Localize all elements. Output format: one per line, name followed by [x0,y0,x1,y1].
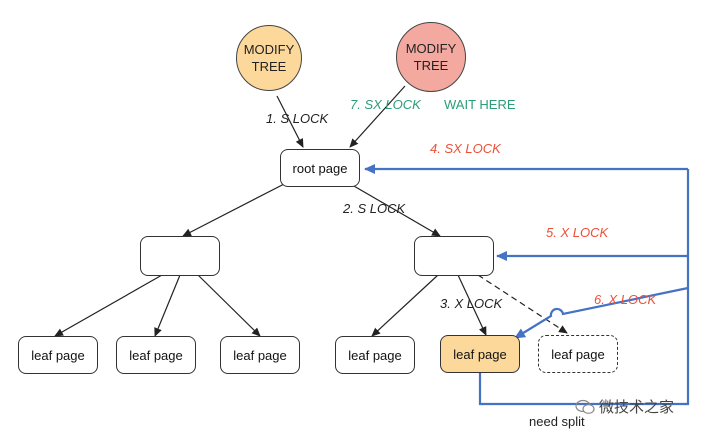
edge-left-leaf2 [154,274,181,337]
lock-label-6: 6. X LOCK [594,292,657,307]
leaf-page-node: leaf page [220,336,300,374]
leaf-page-node-highlighted: leaf page [440,335,520,373]
watermark-text: 微技术之家 [599,399,675,416]
internal-node-right [414,236,494,276]
wechat-icon [575,399,595,414]
edge-request1-root [276,95,304,148]
lock-label-7: 7. SX LOCK [350,97,421,112]
leaf-page-node: leaf page [18,336,98,374]
edge-right-leaf4 [371,274,439,337]
leaf-page-node: leaf page [335,336,415,374]
lock-label-1: 1. S LOCK [266,111,329,126]
root-page-node: root page [280,149,360,187]
leaf-page-node-new: leaf page [538,335,618,373]
blue-arrow-leaf5 [514,286,689,339]
edge-right-leaf6 [477,274,568,334]
lock-label-5: 5. X LOCK [546,225,609,240]
lock-label-3: 3. X LOCK [440,296,503,311]
edge-root-internal-right [346,181,441,237]
internal-node-left [140,236,220,276]
leaf-page-node: leaf page [116,336,196,374]
need-split-label: need split [529,414,585,429]
edge-request2-root [349,85,406,148]
edge-root-internal-left [182,181,289,237]
blue-split-path [478,373,690,406]
lock-label-4: 4. SX LOCK [430,141,501,156]
edge-left-leaf1 [54,274,163,337]
edge-left-leaf3 [197,274,261,337]
edge-right-leaf5 [457,274,487,336]
watermark: 微技术之家 [575,396,674,417]
modify-tree-request-1: MODIFY TREE [236,25,302,91]
modify-tree-request-2: MODIFY TREE [396,22,466,92]
wait-here-label: WAIT HERE [444,97,516,112]
lock-label-2: 2. S LOCK [343,201,406,216]
